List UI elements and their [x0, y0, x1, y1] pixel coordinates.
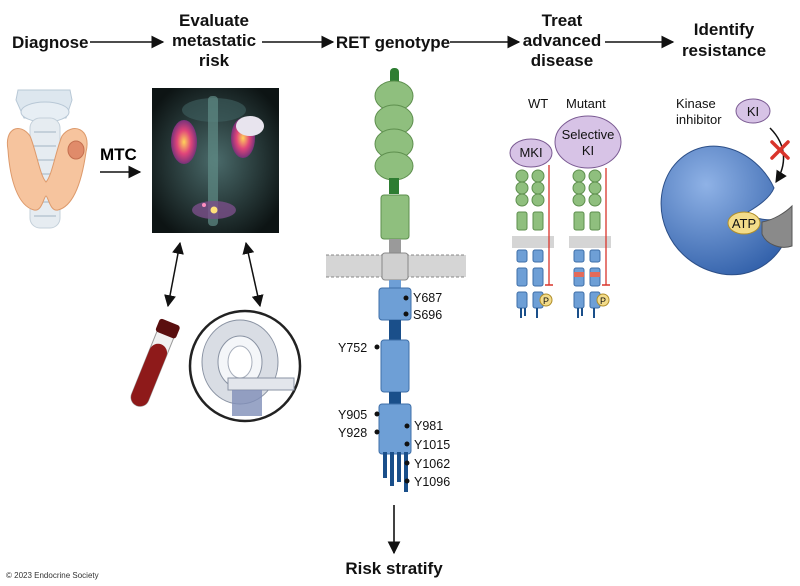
arrow-pet-mri [242, 241, 264, 308]
site-y1096: Y1096 [414, 475, 450, 489]
kinase-inhibitor-line2: inhibitor [676, 112, 722, 127]
kinase-domain [660, 145, 791, 276]
wt-label: WT [528, 96, 548, 111]
mutant-phospho-label: P [600, 296, 606, 306]
ki-label: KI [747, 104, 759, 119]
phosphosite-dots [374, 295, 410, 484]
site-s696: S696 [413, 308, 442, 322]
step-resistance-line2: resistance [682, 41, 766, 60]
step-genotype: RET genotype [336, 33, 450, 52]
wt-receptor-dimer [509, 138, 554, 318]
blocked-x-icon [770, 140, 790, 160]
step-diagnose: Diagnose [12, 33, 89, 52]
step-treat-line2: advanced [523, 31, 601, 50]
blood-tube-icon [130, 318, 180, 407]
site-y928: Y928 [338, 426, 367, 440]
copyright-text: © 2023 Endocrine Society [6, 571, 99, 580]
site-y687: Y687 [413, 291, 442, 305]
site-y752: Y752 [338, 341, 367, 355]
step-treat-line3: disease [531, 51, 593, 70]
ki-molecule [735, 98, 771, 124]
site-y1062: Y1062 [414, 457, 450, 471]
site-y981: Y981 [414, 419, 443, 433]
risk-stratify-label: Risk stratify [345, 559, 443, 578]
step-treat-line1: Treat [542, 11, 583, 30]
pet-scan-image [152, 88, 279, 233]
mri-scanner-icon [188, 309, 302, 423]
mki-label: MKI [519, 145, 542, 160]
step-evaluate-line2: metastatic [172, 31, 256, 50]
mutant-receptor-dimer [554, 115, 622, 318]
gatekeeper-mutation [761, 204, 793, 248]
step-resistance-line1: Identify [694, 20, 755, 39]
arrow-pet-blood [164, 241, 184, 308]
mtc-label: MTC [100, 145, 137, 164]
atp-molecule [727, 211, 761, 235]
step-evaluate-line1: Evaluate [179, 11, 249, 30]
selective-label-line1: Selective [562, 127, 615, 142]
step-evaluate-line3: risk [199, 51, 230, 70]
thyroid-illustration [6, 89, 88, 229]
wt-phospho-label: P [543, 296, 549, 306]
atp-label: ATP [732, 216, 756, 231]
kinase-inhibitor-line1: Kinase [676, 96, 716, 111]
mutant-label: Mutant [566, 96, 606, 111]
site-y905: Y905 [338, 408, 367, 422]
selective-label-line2: KI [582, 143, 594, 158]
site-y1015: Y1015 [414, 438, 450, 452]
ret-receptor [326, 68, 466, 492]
